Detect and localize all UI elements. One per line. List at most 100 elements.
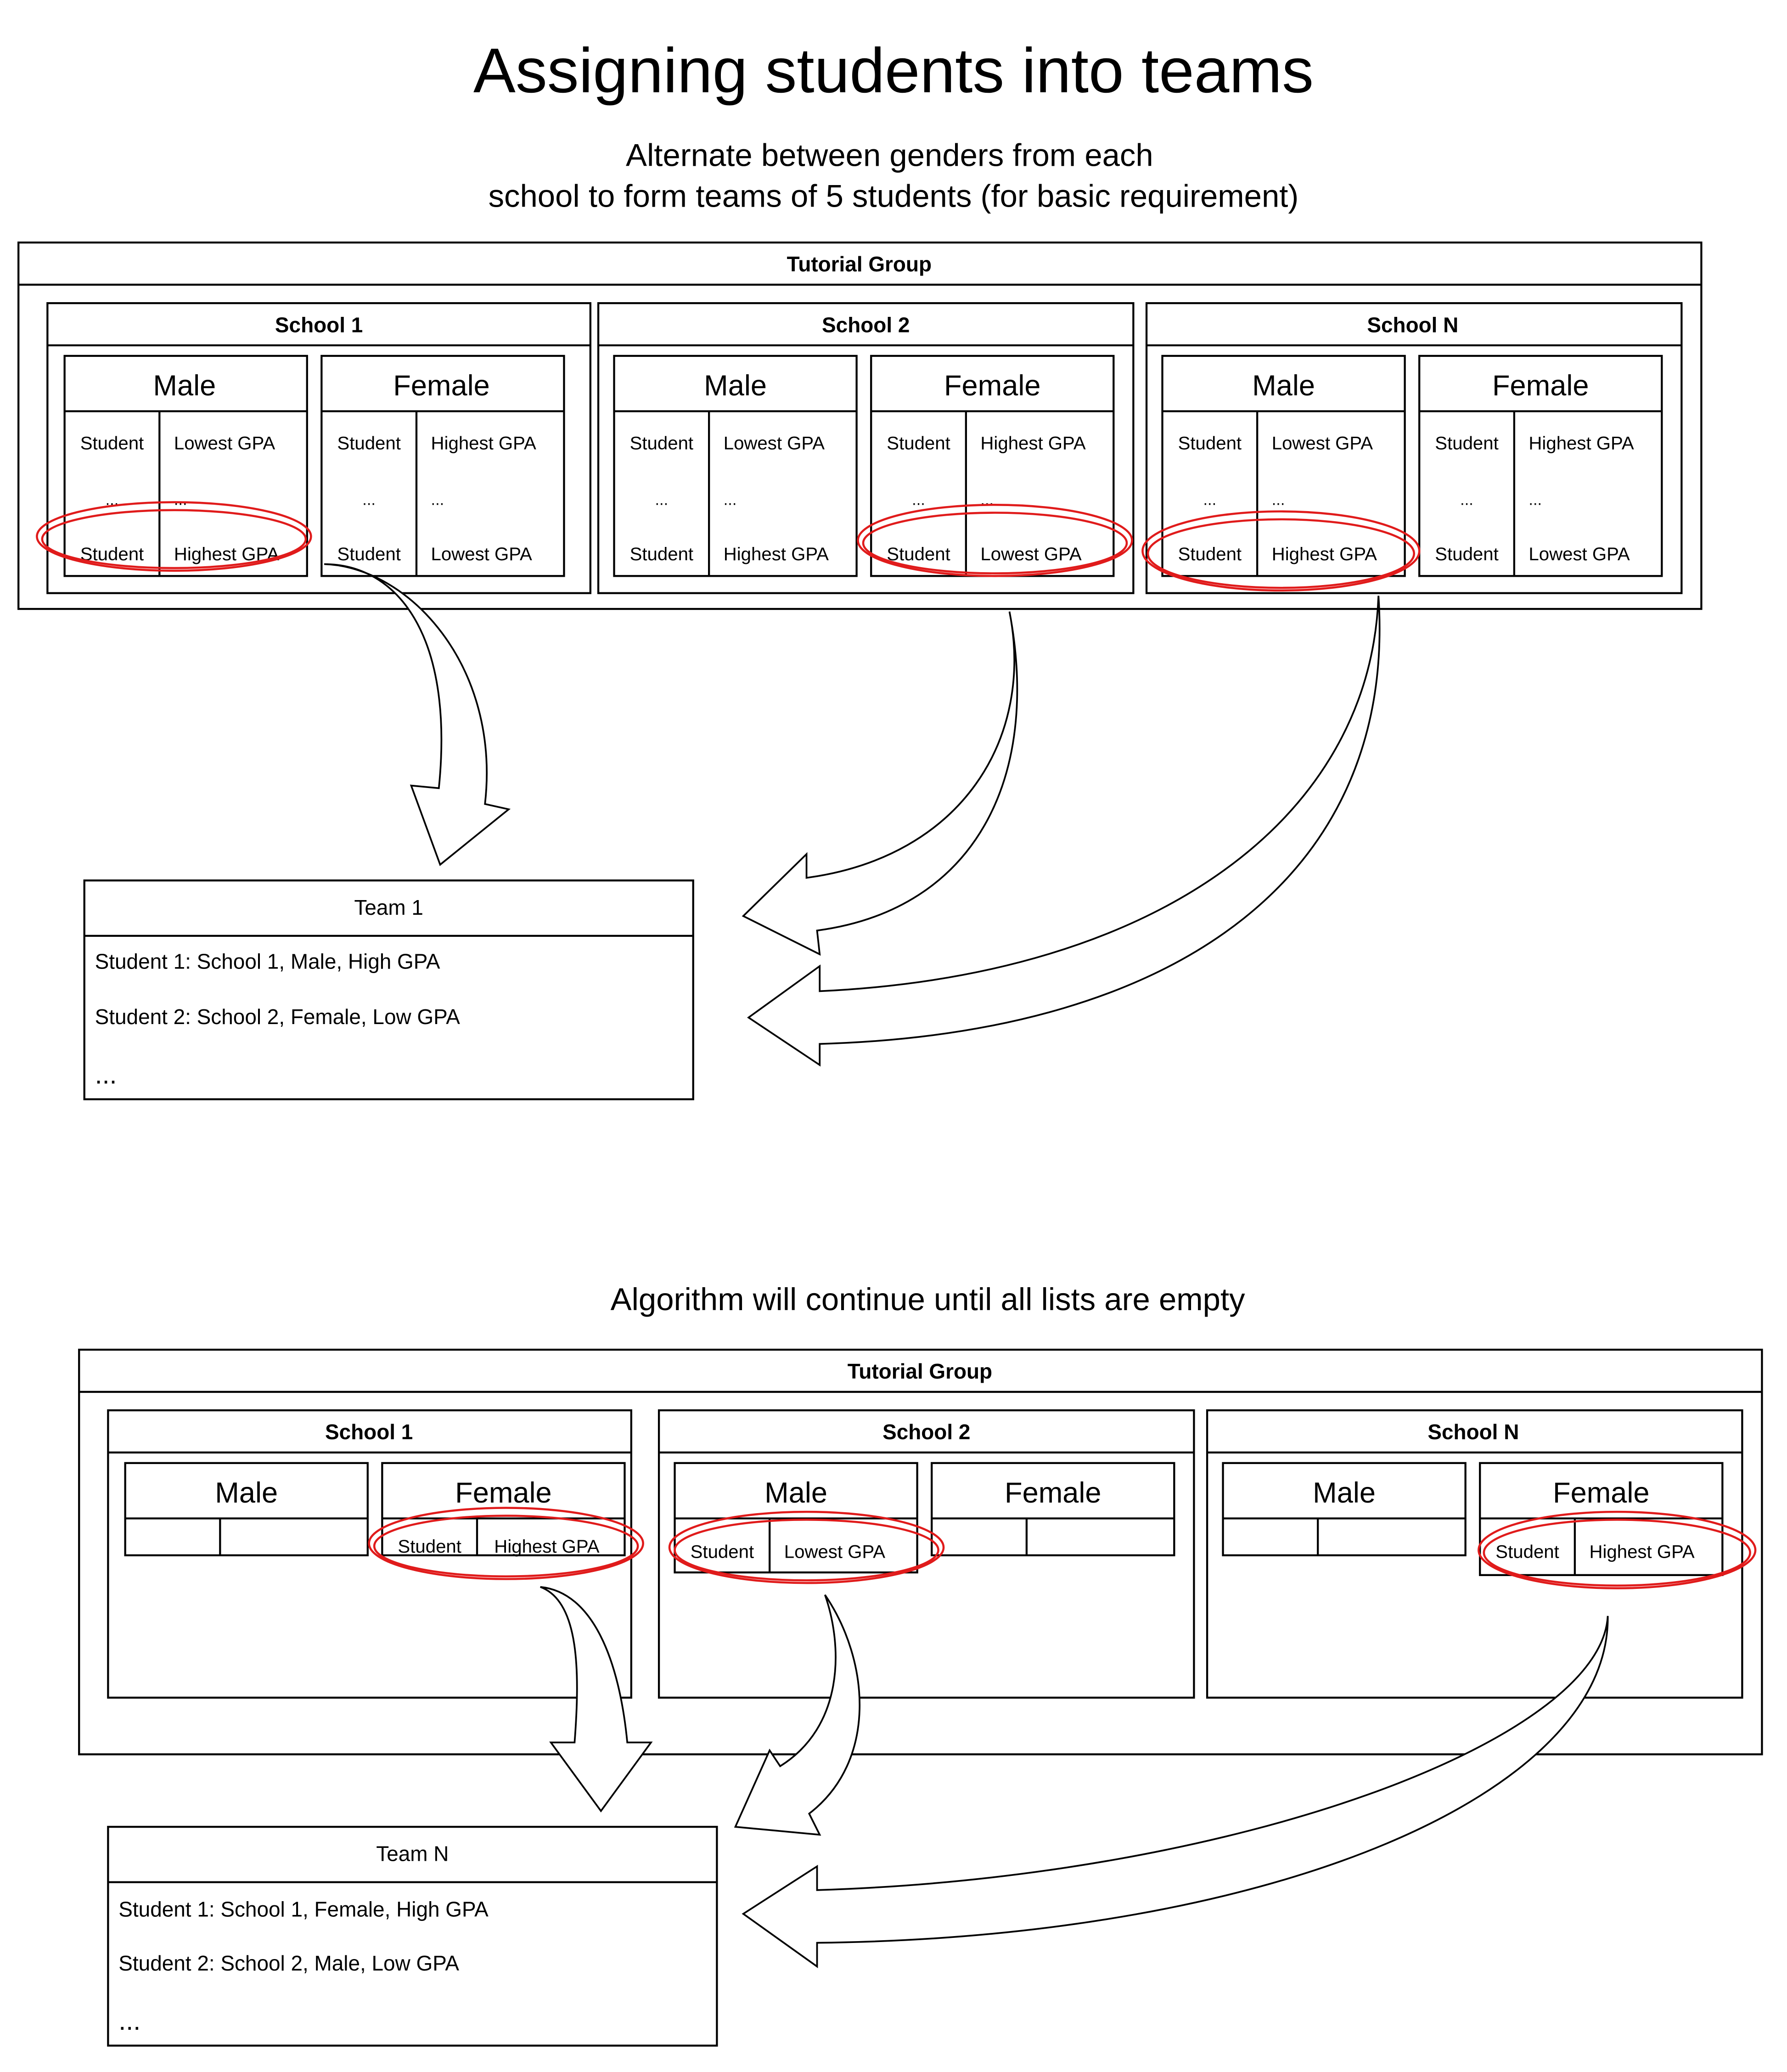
cell-gpa: Highest GPA — [431, 433, 536, 454]
bottom-school-2-female-list: Female — [931, 1462, 1175, 1556]
cell-ellipsis: ... — [1272, 491, 1285, 508]
team-n-ellipsis: ... — [118, 2006, 140, 2036]
cell-gpa: Lowest GPA — [1272, 433, 1373, 454]
cell-ellipsis: ... — [362, 491, 376, 508]
cell-ellipsis: ... — [1203, 491, 1216, 508]
cell-gpa: Lowest GPA — [724, 433, 825, 454]
arrow-school2-to-teamn — [734, 1594, 861, 1836]
team-1-line-2: Student 2: School 2, Female, Low GPA — [95, 1005, 461, 1029]
page-title: Assigning students into teams — [473, 35, 1314, 106]
top-school-n-name: School N — [1367, 313, 1458, 337]
cell-student: Student — [337, 544, 400, 564]
cell-gpa: Highest GPA — [494, 1536, 599, 1557]
male-label: Male — [704, 370, 767, 402]
highlight-ring — [41, 509, 307, 569]
cell-gpa: Highest GPA — [724, 544, 829, 564]
female-label: Female — [455, 1477, 552, 1509]
top-school-1-female-list: Female Student Highest GPA ... ... Stude… — [320, 355, 565, 577]
top-school-2-name: School 2 — [822, 313, 910, 337]
cell-ellipsis: ... — [655, 491, 668, 508]
cell-student: Student — [630, 433, 693, 454]
cell-student: Student — [630, 544, 693, 564]
male-label: Male — [1313, 1477, 1376, 1509]
highlight-ring — [1478, 1510, 1757, 1589]
subtitle-line-1: Alternate between genders from each — [626, 138, 1153, 173]
team-1-line-1: Student 1: School 1, Male, High GPA — [95, 950, 440, 974]
arrow-schooln-to-teamn — [742, 1616, 1609, 1968]
highlight-ring — [857, 503, 1133, 577]
male-label: Male — [153, 370, 216, 402]
bottom-school-2-name: School 2 — [882, 1420, 970, 1444]
subtitle-line-2: school to form teams of 5 students (for … — [489, 179, 1299, 214]
bottom-school-n-male-list: Male — [1222, 1462, 1467, 1556]
highlight-ring — [674, 1519, 939, 1582]
bottom-tutorial-label: Tutorial Group — [848, 1359, 992, 1383]
highlight-ring — [368, 1507, 644, 1580]
top-school-2: School 2 Male Student Lowest GPA ... ...… — [597, 302, 1135, 594]
cell-student: Student — [1178, 544, 1242, 564]
cell-gpa: Lowest GPA — [1529, 544, 1630, 564]
cell-ellipsis: ... — [912, 491, 925, 508]
highlight-ring — [1483, 1519, 1751, 1587]
arrow-school1-to-team1 — [324, 563, 511, 866]
female-label: Female — [1553, 1477, 1650, 1509]
top-school-2-male-list: Male Student Lowest GPA ... ... Student … — [613, 355, 858, 577]
female-label: Female — [1492, 370, 1589, 402]
bottom-school-1-name: School 1 — [325, 1420, 413, 1444]
highlight-ring — [36, 501, 312, 572]
top-school-2-female-list: Female Student Highest GPA ... ... Stude… — [870, 355, 1115, 577]
cell-gpa: Lowest GPA — [784, 1542, 886, 1562]
bottom-school-n-female-list: Female Student Highest GPA — [1479, 1462, 1724, 1577]
bottom-school-n-name: School N — [1427, 1420, 1519, 1444]
team-n-title: Team N — [376, 1842, 449, 1866]
highlight-ring — [862, 512, 1128, 574]
cell-ellipsis: ... — [431, 491, 444, 508]
top-school-n: School N Male Student Lowest GPA ... ...… — [1145, 302, 1683, 594]
cell-student: Student — [1495, 1542, 1559, 1562]
female-label: Female — [1005, 1477, 1101, 1509]
bottom-school-2: School 2 Male Student Lowest GPA Female — [657, 1409, 1195, 1699]
cell-gpa: Lowest GPA — [980, 544, 1082, 564]
female-label: Female — [393, 370, 490, 402]
bottom-highlight-rings — [368, 1507, 1757, 1589]
bottom-school-1: School 1 Male Female Student Highest GPA — [107, 1409, 632, 1699]
cell-student: Student — [691, 1542, 754, 1562]
cell-ellipsis: ... — [1460, 491, 1473, 508]
arrow-schooln-to-team1 — [747, 596, 1381, 1067]
team-1-title: Team 1 — [354, 895, 423, 919]
team-n-line-1: Student 1: School 1, Female, High GPA — [118, 1897, 489, 1921]
top-school-1-name: School 1 — [275, 313, 363, 337]
cell-student: Student — [887, 433, 950, 454]
cell-gpa: Highest GPA — [1589, 1542, 1694, 1562]
bottom-school-n: School N Male Female Student Highest GPA — [1206, 1409, 1743, 1699]
cell-ellipsis: ... — [1529, 491, 1542, 508]
top-school-1-male-list: Male Student Lowest GPA ... ... Student … — [63, 355, 308, 577]
team-1-ellipsis: ... — [95, 1060, 117, 1089]
female-label: Female — [944, 370, 1041, 402]
bottom-school-1-female-list: Female Student Highest GPA — [381, 1462, 626, 1557]
cell-gpa: Highest GPA — [1272, 544, 1377, 564]
highlight-ring — [1146, 518, 1416, 589]
arrow-school2-to-team1 — [742, 611, 1018, 956]
cell-ellipsis: ... — [724, 491, 737, 508]
cell-student: Student — [398, 1536, 461, 1557]
highlight-ring — [1141, 510, 1421, 592]
arrow-school1-to-teamn — [540, 1586, 653, 1813]
cell-gpa: Highest GPA — [980, 433, 1085, 454]
cell-ellipsis: ... — [174, 491, 187, 508]
cell-gpa: Lowest GPA — [431, 544, 533, 564]
team-n-line-2: Student 2: School 2, Male, Low GPA — [118, 1951, 459, 1975]
cell-student: Student — [887, 544, 950, 564]
cell-student: Student — [1435, 544, 1498, 564]
cell-student: Student — [1435, 433, 1498, 454]
top-school-n-male-list: Male Student Lowest GPA ... ... Student … — [1161, 355, 1406, 577]
cell-student: Student — [1178, 433, 1242, 454]
cell-student: Student — [80, 433, 144, 454]
team-1-box: Team 1 Student 1: School 1, Male, High G… — [83, 879, 694, 1100]
cell-gpa: Highest GPA — [1529, 433, 1634, 454]
bottom-school-2-male-list: Male Student Lowest GPA — [674, 1462, 918, 1574]
highlight-ring — [668, 1510, 945, 1584]
top-tutorial-label: Tutorial Group — [787, 252, 932, 276]
team-n-box: Team N Student 1: School 1, Female, High… — [107, 1825, 718, 2047]
